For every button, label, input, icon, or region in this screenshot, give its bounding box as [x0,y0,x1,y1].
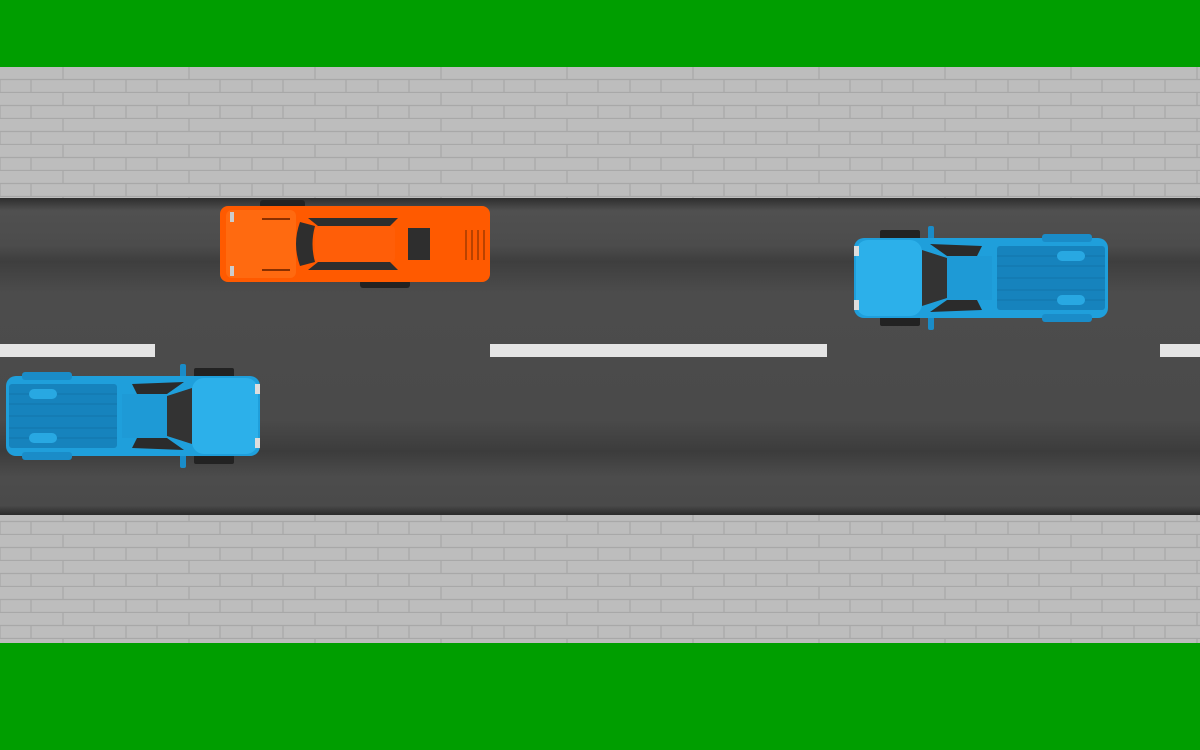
sidewalk-top [0,67,1200,198]
grass-top [0,0,1200,67]
lane-dash [0,344,155,357]
blue-pickup-truck [5,363,261,469]
blue-pickup-truck [853,225,1109,331]
lane-divider [0,344,1200,357]
lane-dash [1160,344,1200,357]
orange-car [220,200,490,288]
sidewalk-bottom [0,515,1200,643]
lane-dash [490,344,827,357]
grass-bottom [0,643,1200,750]
